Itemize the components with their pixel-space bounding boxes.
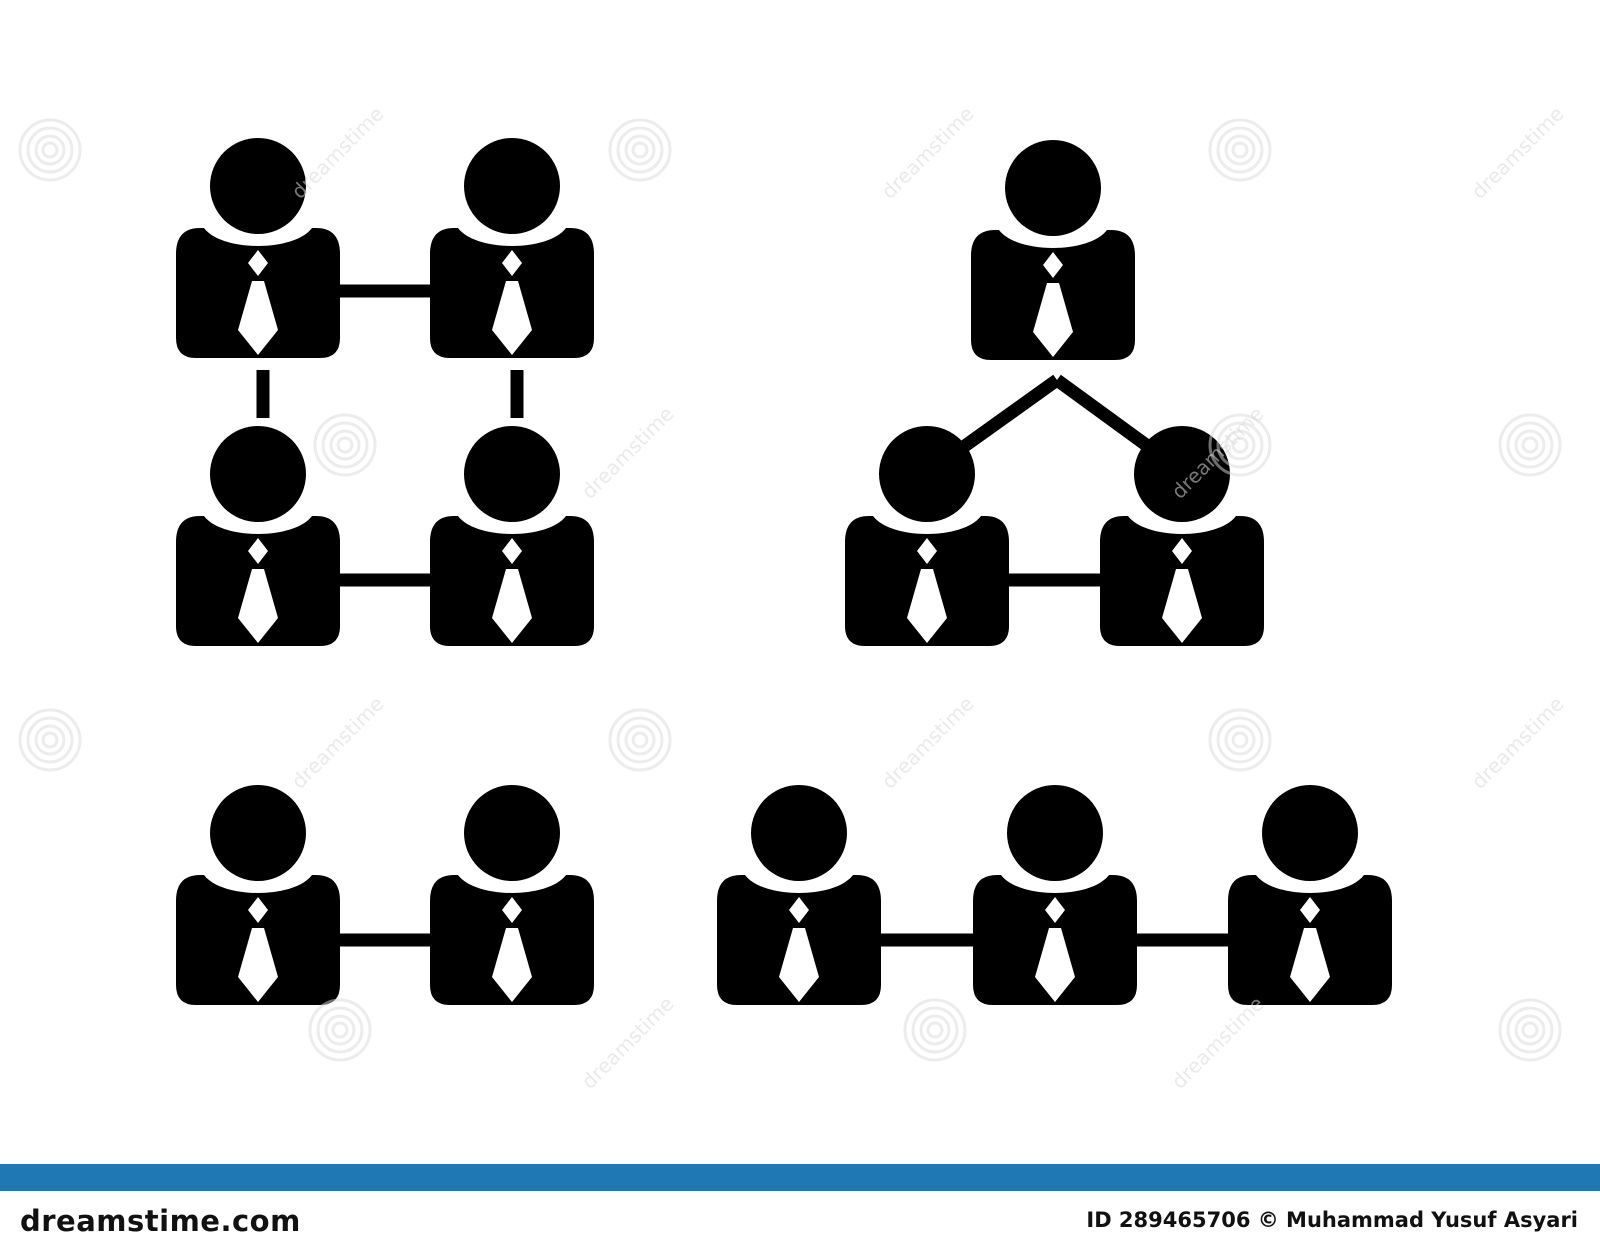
watermark-text: dreamstime — [1167, 992, 1269, 1094]
group-four-square — [176, 138, 594, 646]
watermark-text: dreamstime — [577, 992, 679, 1094]
connectors — [256, 284, 1230, 947]
watermark-spiral-icon — [18, 708, 82, 772]
businessman-icon — [971, 140, 1135, 360]
watermark-spiral-icon — [1208, 413, 1272, 477]
footer-stripe — [0, 1164, 1600, 1191]
businessman-icon — [973, 785, 1137, 1005]
watermark-text: dreamstime — [1467, 692, 1569, 794]
image-credit: ID 289465706 © Muhammad Yusuf Asyari — [1086, 1208, 1578, 1232]
watermark-text: dreamstime — [287, 102, 389, 204]
illustration-canvas: dreamstime dreamstime dreamstime dreamstime… — [18, 102, 1569, 1094]
watermark-spiral-icon — [1498, 998, 1562, 1062]
businessman-icon — [430, 138, 594, 358]
dreamstime-logo[interactable]: dreamstime.com — [20, 1204, 301, 1238]
watermark-spiral-icon — [313, 413, 377, 477]
watermark-spiral-icon — [18, 118, 82, 182]
group-four-square-links — [256, 284, 524, 587]
watermark-spiral-icon — [1498, 413, 1562, 477]
people — [176, 138, 1392, 1005]
watermark-text: dreamstime — [877, 692, 979, 794]
group-three-row — [717, 785, 1392, 1005]
watermark-spiral-icon — [903, 998, 967, 1062]
businessman-icon — [430, 785, 594, 1005]
group-three-triangle — [845, 140, 1264, 646]
businessman-icon — [176, 785, 340, 1005]
watermark-text: dreamstime — [577, 402, 679, 504]
businessman-icon — [1228, 785, 1392, 1005]
watermark-spiral-icon — [308, 998, 372, 1062]
watermark-text: dreamstime — [287, 692, 389, 794]
watermark-spiral-icon — [608, 708, 672, 772]
businessman-icon — [430, 426, 594, 646]
connector-line — [944, 374, 1061, 464]
businessman-icon — [717, 785, 881, 1005]
watermark-spiral-icon — [608, 118, 672, 182]
watermark-spiral-icon — [1208, 708, 1272, 772]
watermark-text: dreamstime — [1467, 102, 1569, 204]
watermark-text: dreamstime — [877, 102, 979, 204]
businessman-icon — [176, 426, 340, 646]
footer: dreamstime.com ID 289465706 © Muhammad Y… — [0, 1164, 1600, 1254]
businessman-icon — [845, 426, 1009, 646]
watermark-spiral-icon — [1208, 118, 1272, 182]
group-two-row — [176, 785, 594, 1005]
